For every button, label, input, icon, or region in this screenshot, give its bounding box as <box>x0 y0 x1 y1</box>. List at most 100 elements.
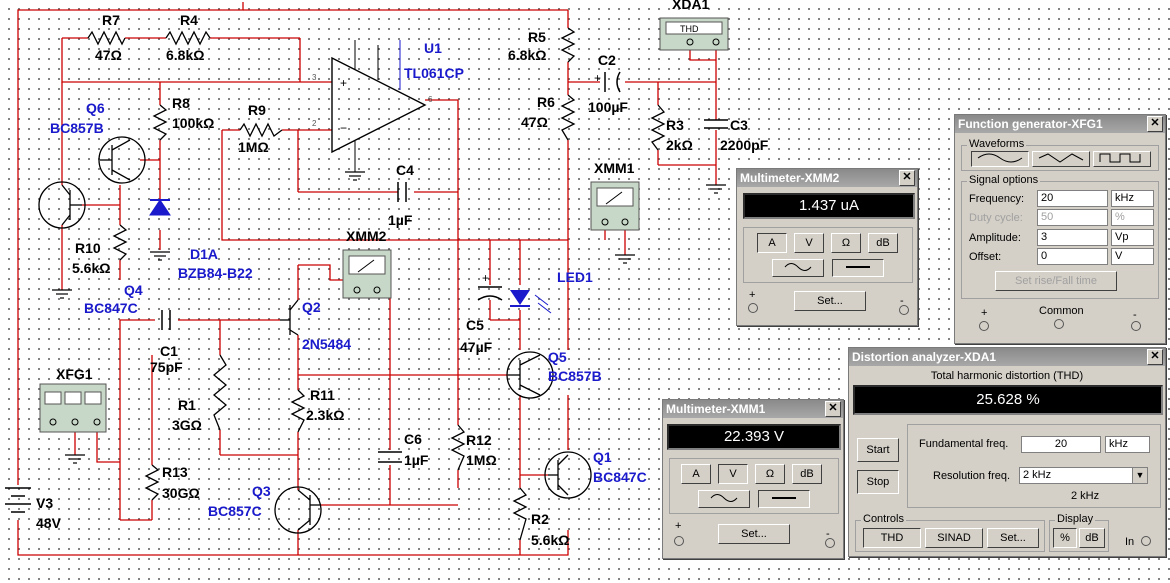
ohmmeter-button[interactable]: Ω <box>831 233 861 253</box>
multimeter-xmm1-window[interactable]: Multimeter-XMM1 ✕ 22.393 V A V Ω dB Set.… <box>662 399 844 559</box>
close-button[interactable]: ✕ <box>1147 349 1163 365</box>
common-terminal[interactable] <box>1054 319 1064 329</box>
set-button[interactable]: Set... <box>987 528 1039 548</box>
plus-terminal[interactable] <box>674 536 684 546</box>
ohmmeter-button[interactable]: Ω <box>755 464 785 484</box>
pin-3: 3 <box>312 73 317 82</box>
plus-terminal-label: + <box>981 307 988 319</box>
start-button[interactable]: Start <box>857 438 899 462</box>
label-q1: Q1 <box>593 449 612 465</box>
value-r2: 5.6kΩ <box>531 532 569 548</box>
label-c2: C2 <box>598 52 616 68</box>
label-xda1: XDA1 <box>672 0 710 12</box>
sine-wave-button[interactable] <box>971 151 1029 167</box>
label-q5: Q5 <box>548 349 567 365</box>
value-c5: 47µF <box>460 339 493 355</box>
transistor-q6 <box>98 136 146 184</box>
offset-label: Offset: <box>969 251 1002 263</box>
label-r8: R8 <box>172 95 190 111</box>
set-button[interactable]: Set... <box>718 524 790 544</box>
wires <box>17 2 717 556</box>
multimeter-xmm2-window[interactable]: Multimeter-XMM2 ✕ 1.437 uA A V Ω dB Set.… <box>736 168 918 326</box>
dc-mode-button[interactable] <box>758 490 810 508</box>
plus-terminal[interactable] <box>979 321 989 331</box>
amplitude-label: Amplitude: <box>969 232 1021 244</box>
thd-button[interactable]: THD <box>863 528 921 548</box>
common-terminal-label: Common <box>1039 305 1084 317</box>
frequency-input[interactable]: 20 <box>1037 190 1108 207</box>
db-button[interactable]: dB <box>1079 528 1105 548</box>
xfg1-instrument[interactable] <box>39 383 107 433</box>
xda1-instrument[interactable]: THD <box>659 17 729 51</box>
amplitude-unit[interactable]: Vp <box>1111 229 1154 246</box>
duty-cycle-unit[interactable]: % <box>1111 209 1154 226</box>
amplitude-input[interactable]: 3 <box>1037 229 1108 246</box>
resistor-r5 <box>560 27 576 63</box>
label-xmm2: XMM2 <box>346 228 387 244</box>
input-terminal[interactable] <box>1141 536 1151 546</box>
offset-unit[interactable]: V <box>1111 248 1154 265</box>
function-generator-window[interactable]: Function generator-XFG1 ✕ Waveforms Sign… <box>954 114 1166 344</box>
dc-mode-button[interactable] <box>832 259 884 277</box>
chevron-down-icon[interactable]: ▼ <box>1132 468 1147 483</box>
label-c5: C5 <box>466 317 484 333</box>
square-wave-button[interactable] <box>1093 151 1151 167</box>
svg-text:+: + <box>340 76 347 90</box>
offset-input[interactable]: 0 <box>1037 248 1108 265</box>
ac-mode-button[interactable] <box>772 259 824 277</box>
voltmeter-button[interactable]: V <box>794 233 824 253</box>
value-r5: 6.8kΩ <box>508 47 546 63</box>
sinad-button[interactable]: SINAD <box>925 528 983 548</box>
value-r11: 2.3kΩ <box>306 407 344 423</box>
triangle-wave-button[interactable] <box>1032 151 1090 167</box>
resistor-r9 <box>239 122 283 138</box>
label-r7: R7 <box>102 12 120 28</box>
minus-terminal[interactable] <box>899 305 909 315</box>
set-rise-fall-button[interactable]: Set rise/Fall time <box>995 271 1117 291</box>
decibel-button[interactable]: dB <box>792 464 822 484</box>
minus-terminal-label: - <box>900 295 904 307</box>
duty-cycle-input[interactable]: 50 <box>1037 209 1108 226</box>
xmm2-instrument[interactable] <box>342 249 392 299</box>
percent-button[interactable]: % <box>1053 528 1077 548</box>
minus-terminal[interactable] <box>825 538 835 548</box>
frequency-unit[interactable]: kHz <box>1111 190 1154 207</box>
fundamental-freq-unit[interactable]: kHz <box>1105 436 1150 453</box>
ac-mode-button[interactable] <box>698 490 750 508</box>
transistor-q5 <box>506 351 554 399</box>
label-r5: R5 <box>528 29 546 45</box>
ammeter-button[interactable]: A <box>681 464 711 484</box>
close-button[interactable]: ✕ <box>825 401 841 417</box>
value-r6: 47Ω <box>521 114 548 130</box>
resistors <box>87 27 666 541</box>
distortion-analyzer-window[interactable]: Distortion analyzer-XDA1 ✕ Total harmoni… <box>848 347 1166 557</box>
value-u1: TL061CP <box>404 65 464 81</box>
xmm1-instrument[interactable] <box>590 181 640 231</box>
plus-terminal-label: + <box>675 520 682 532</box>
pin-6: 6 <box>428 95 433 104</box>
square-wave-icon <box>1099 153 1141 163</box>
close-button[interactable]: ✕ <box>1147 116 1163 132</box>
label-c3: C3 <box>730 117 748 133</box>
label-r4: R4 <box>180 12 198 28</box>
voltmeter-button[interactable]: V <box>718 464 748 484</box>
decibel-button[interactable]: dB <box>868 233 898 253</box>
ammeter-button[interactable]: A <box>757 233 787 253</box>
duty-cycle-label: Duty cycle: <box>969 212 1023 224</box>
value-r9: 1MΩ <box>238 139 269 155</box>
fundamental-freq-input[interactable]: 20 <box>1021 436 1101 453</box>
label-r6: R6 <box>537 94 555 110</box>
close-button[interactable]: ✕ <box>899 170 915 186</box>
stop-button[interactable]: Stop <box>857 470 899 494</box>
resolution-freq-select[interactable]: 2 kHz▼ <box>1019 467 1148 484</box>
plus-terminal[interactable] <box>748 303 758 313</box>
signal-options-group: Signal options <box>961 174 1159 299</box>
capacitor-c2 <box>604 71 621 93</box>
value-q2: 2N5484 <box>302 336 351 352</box>
set-button[interactable]: Set... <box>794 291 866 311</box>
window-title: Multimeter-XMM2 ✕ <box>737 169 917 187</box>
label-r13: R13 <box>162 464 188 480</box>
minus-terminal[interactable] <box>1131 321 1141 331</box>
svg-text:−: − <box>340 121 347 135</box>
